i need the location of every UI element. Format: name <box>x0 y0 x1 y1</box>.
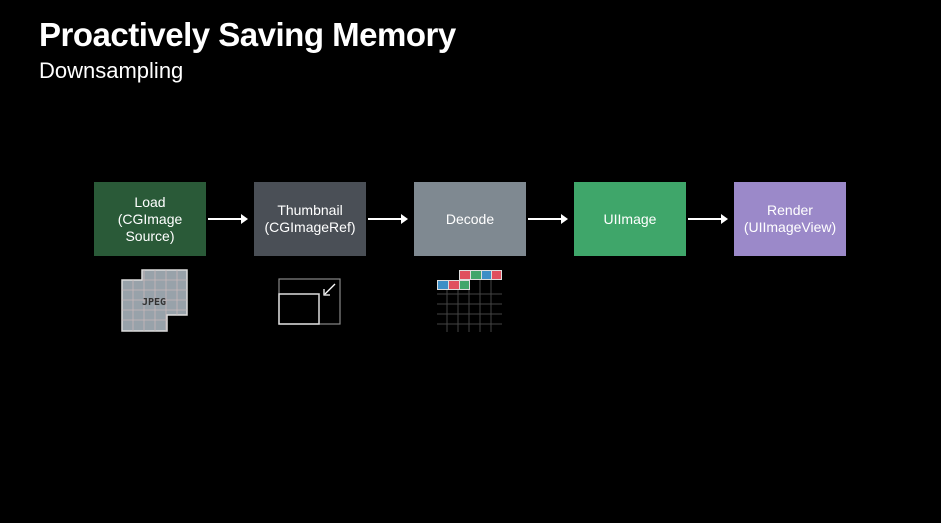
page-title: Proactively Saving Memory <box>39 16 456 53</box>
jpeg-label: JPEG <box>142 297 166 308</box>
step-thumbnail: Thumbnail (CGImageRef) <box>254 182 366 256</box>
thumbnail-scale-icon <box>278 278 341 325</box>
arrow-icon <box>368 214 408 224</box>
step-uiimage: UIImage <box>574 182 686 256</box>
arrow-icon <box>688 214 728 224</box>
arrow-icon <box>528 214 568 224</box>
page-subtitle: Downsampling <box>39 58 184 83</box>
step-load: Load (CGImage Source) <box>94 182 206 256</box>
step-render: Render (UIImageView) <box>734 182 846 256</box>
step-decode: Decode <box>414 182 526 256</box>
jpeg-file-icon: JPEG <box>121 269 188 332</box>
decoded-pixel-grid-icon <box>437 270 502 332</box>
arrow-icon <box>208 214 248 224</box>
